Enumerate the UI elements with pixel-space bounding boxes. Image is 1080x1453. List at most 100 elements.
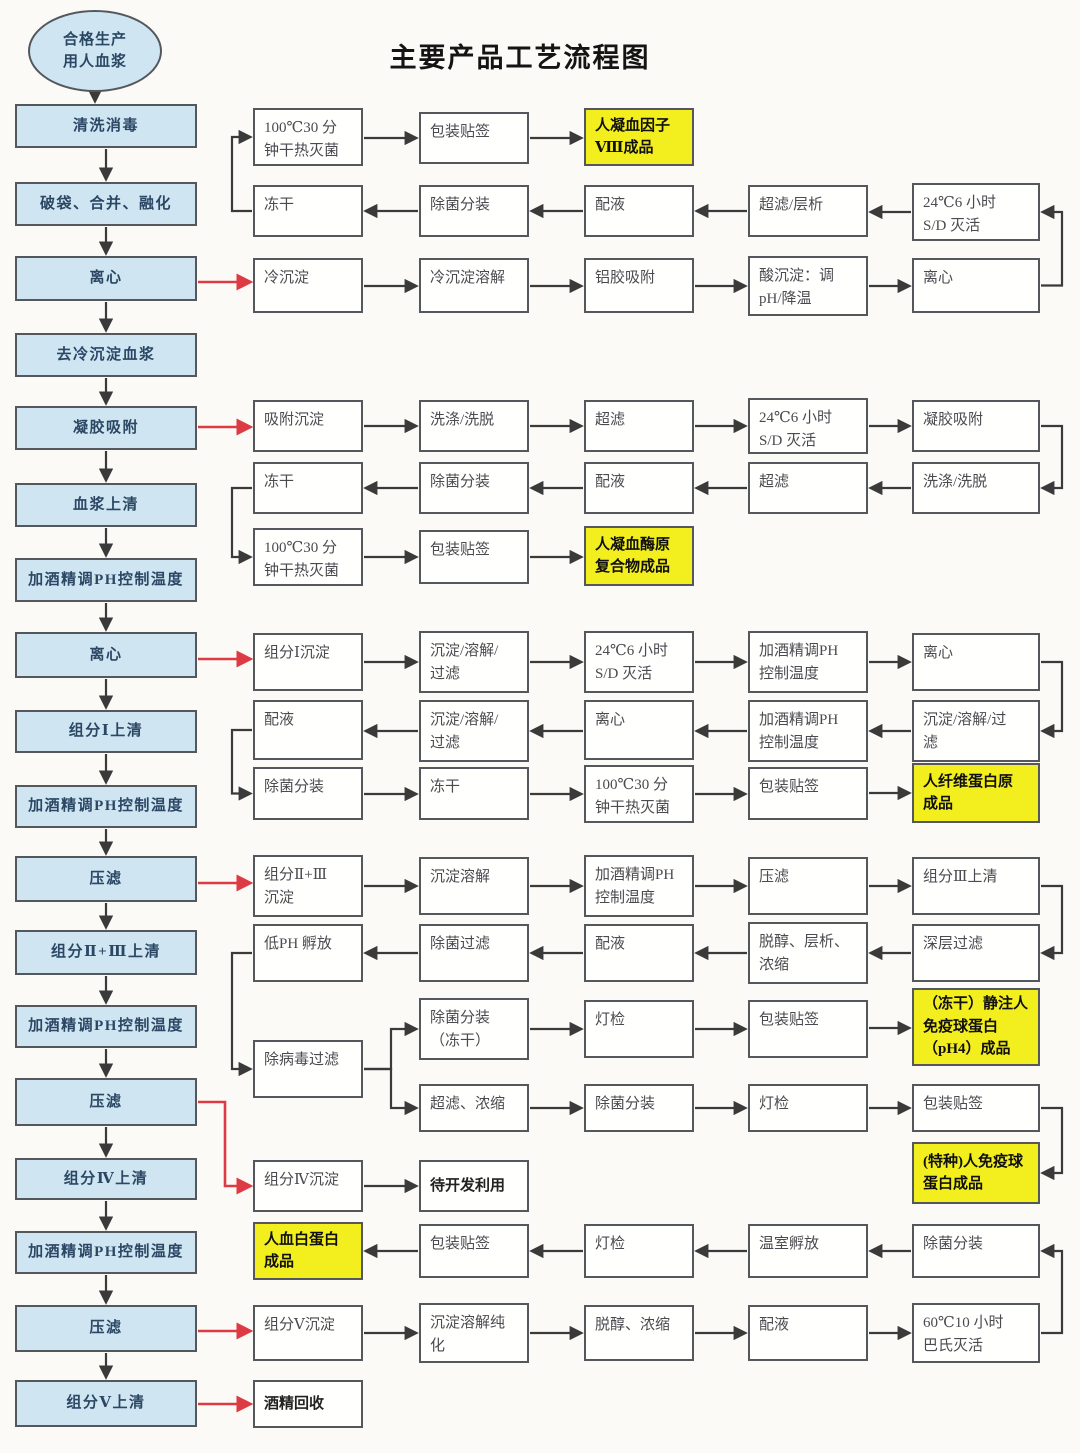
flow-arrow <box>1040 660 1064 739</box>
flow-node-B3: 超滤 <box>584 400 694 452</box>
flow-node-L14: 压滤 <box>15 1078 197 1126</box>
flow-node-D19: 包装贴签 <box>912 1084 1040 1132</box>
flow-node-D20-product: (特种)人免疫球 蛋白成品 <box>912 1142 1040 1204</box>
flow-arrow <box>230 951 253 1077</box>
red-flow-arrow <box>198 1100 254 1195</box>
flow-node-L9: 组分Ⅰ上清 <box>15 710 197 753</box>
flow-node-F2: 包装贴签 <box>419 1224 529 1278</box>
flow-node-F10: 60℃10 小时 巴氏灭活 <box>912 1303 1040 1363</box>
flow-node-L7: 加酒精调PH控制温度 <box>15 558 197 602</box>
flow-arrow <box>1040 204 1064 287</box>
flow-node-C15-product: 人纤维蛋白原 成品 <box>912 763 1040 823</box>
flow-node-C5: 离心 <box>912 633 1040 691</box>
flow-node-F1-product: 人血白蛋白 成品 <box>253 1222 363 1280</box>
flow-node-L2: 破袋、合并、融化 <box>15 182 197 226</box>
flow-node-A12: 酸沉淀：调 pH/降温 <box>748 256 868 316</box>
flow-node-L15: 组分Ⅳ上清 <box>15 1158 197 1200</box>
flow-node-S: 合格生产 用人血浆 <box>28 10 162 92</box>
flow-node-D11: 除病毒过滤 <box>253 1040 363 1098</box>
flow-node-B6: 冻干 <box>253 462 363 514</box>
flow-node-L11: 压滤 <box>15 856 197 902</box>
flow-node-L16: 加酒精调PH控制温度 <box>15 1231 197 1274</box>
flow-node-G1: 酒精回收 <box>253 1380 363 1428</box>
flow-node-A10: 冷沉淀溶解 <box>419 258 529 313</box>
flow-node-B1: 吸附沉淀 <box>253 400 363 452</box>
flow-node-B2: 洗涤/洗脱 <box>419 400 529 452</box>
flow-arrow <box>364 1021 419 1071</box>
flow-node-D13: 灯检 <box>584 1000 694 1058</box>
flow-node-B7: 除菌分装 <box>419 462 529 514</box>
flow-node-A1: 100℃30 分 钟干热灭菌 <box>253 108 363 166</box>
flow-node-D15-product: （冻干）静注人 免疫球蛋白 （pH4）成品 <box>912 988 1040 1066</box>
flow-node-D1: 组分Ⅱ+Ⅲ 沉淀 <box>253 855 363 917</box>
flow-node-C2: 沉淀/溶解/ 过滤 <box>419 631 529 693</box>
flow-node-L1: 清洗消毒 <box>15 104 197 148</box>
flow-node-L13: 加酒精调PH控制温度 <box>15 1005 197 1048</box>
flow-node-B9: 超滤 <box>748 462 868 514</box>
flow-node-L3: 离心 <box>15 256 197 301</box>
flow-node-F6: 组分Ⅴ沉淀 <box>253 1305 363 1361</box>
flow-node-D5: 组分Ⅲ上清 <box>912 857 1040 915</box>
flow-node-B13-product: 人凝血酶原 复合物成品 <box>584 526 694 586</box>
flow-node-E1: 组分Ⅳ沉淀 <box>253 1160 363 1212</box>
flow-node-A2: 包装贴签 <box>419 112 529 164</box>
flow-node-A3-product: 人凝血因子 Ⅷ成品 <box>584 108 694 166</box>
flow-node-A5: 除菌分装 <box>419 185 529 237</box>
flow-node-L12: 组分Ⅱ+Ⅲ上清 <box>15 930 197 975</box>
flow-node-C7: 沉淀/溶解/ 过滤 <box>419 700 529 762</box>
flow-node-C9: 加酒精调PH 控制温度 <box>748 700 868 762</box>
flow-node-C10: 沉淀/溶解/过 滤 <box>912 700 1040 762</box>
flow-arrow <box>1040 884 1064 961</box>
flow-node-D2: 沉淀溶解 <box>419 857 529 915</box>
flow-node-C8: 离心 <box>584 700 694 760</box>
flow-node-D3: 加酒精调PH 控制温度 <box>584 855 694 917</box>
flow-node-D9: 脱醇、层析、 浓缩 <box>748 922 868 984</box>
flow-node-F8: 脱醇、浓缩 <box>584 1305 694 1361</box>
flow-node-C6: 配液 <box>253 700 363 760</box>
flow-arrow <box>1040 1243 1064 1335</box>
flow-arrow <box>230 728 253 801</box>
flow-arrow <box>230 129 253 213</box>
flow-node-A8: 24℃6 小时 S/D 灭活 <box>912 183 1040 241</box>
flow-node-D18: 灯检 <box>748 1084 868 1132</box>
flow-node-A6: 配液 <box>584 185 694 237</box>
flow-node-E2: 待开发利用 <box>419 1160 529 1212</box>
flow-node-A7: 超滤/层析 <box>748 185 868 237</box>
flow-node-L18: 组分Ⅴ上清 <box>15 1380 197 1427</box>
flow-node-F9: 配液 <box>748 1305 868 1361</box>
flow-node-B12: 包装贴签 <box>419 530 529 584</box>
flow-node-D6: 低PH 孵放 <box>253 924 363 982</box>
flow-node-C13: 100℃30 分 钟干热灭菌 <box>584 765 694 823</box>
flow-node-L4: 去冷沉淀血浆 <box>15 333 197 377</box>
flow-node-A4: 冻干 <box>253 185 363 237</box>
flow-arrow <box>1040 424 1064 496</box>
flow-node-C3: 24℃6 小时 S/D 灭活 <box>584 631 694 693</box>
flow-node-C14: 包装贴签 <box>748 767 868 820</box>
flow-node-C11: 除菌分装 <box>253 767 363 820</box>
flow-node-L10: 加酒精调PH控制温度 <box>15 785 197 828</box>
flow-node-L17: 压滤 <box>15 1305 197 1352</box>
flow-node-D10: 深层过滤 <box>912 924 1040 982</box>
diagram-title: 主要产品工艺流程图 <box>389 43 651 73</box>
flow-node-D7: 除菌过滤 <box>419 924 529 982</box>
flow-node-A9: 冷沉淀 <box>253 258 363 313</box>
flow-node-B5: 凝胶吸附 <box>912 400 1040 452</box>
flow-node-A13: 离心 <box>912 258 1040 313</box>
flow-node-C12: 冻干 <box>419 767 529 820</box>
flow-node-L8: 离心 <box>15 632 197 678</box>
flow-node-B8: 配液 <box>584 462 694 514</box>
flow-node-F4: 温室孵放 <box>748 1224 868 1278</box>
flow-node-B10: 洗涤/洗脱 <box>912 462 1040 514</box>
flow-node-F5: 除菌分装 <box>912 1224 1040 1278</box>
flow-node-D17: 除菌分装 <box>584 1084 694 1132</box>
flow-node-L5: 凝胶吸附 <box>15 406 197 450</box>
flow-arrow <box>1040 1106 1064 1181</box>
flow-node-F7: 沉淀溶解纯 化 <box>419 1303 529 1363</box>
flow-node-L6: 血浆上清 <box>15 483 197 527</box>
flow-node-C4: 加酒精调PH 控制温度 <box>748 631 868 693</box>
flow-node-D16: 超滤、浓缩 <box>419 1084 529 1132</box>
flow-node-D14: 包装贴签 <box>748 1000 868 1058</box>
flow-node-F3: 灯检 <box>584 1224 694 1278</box>
